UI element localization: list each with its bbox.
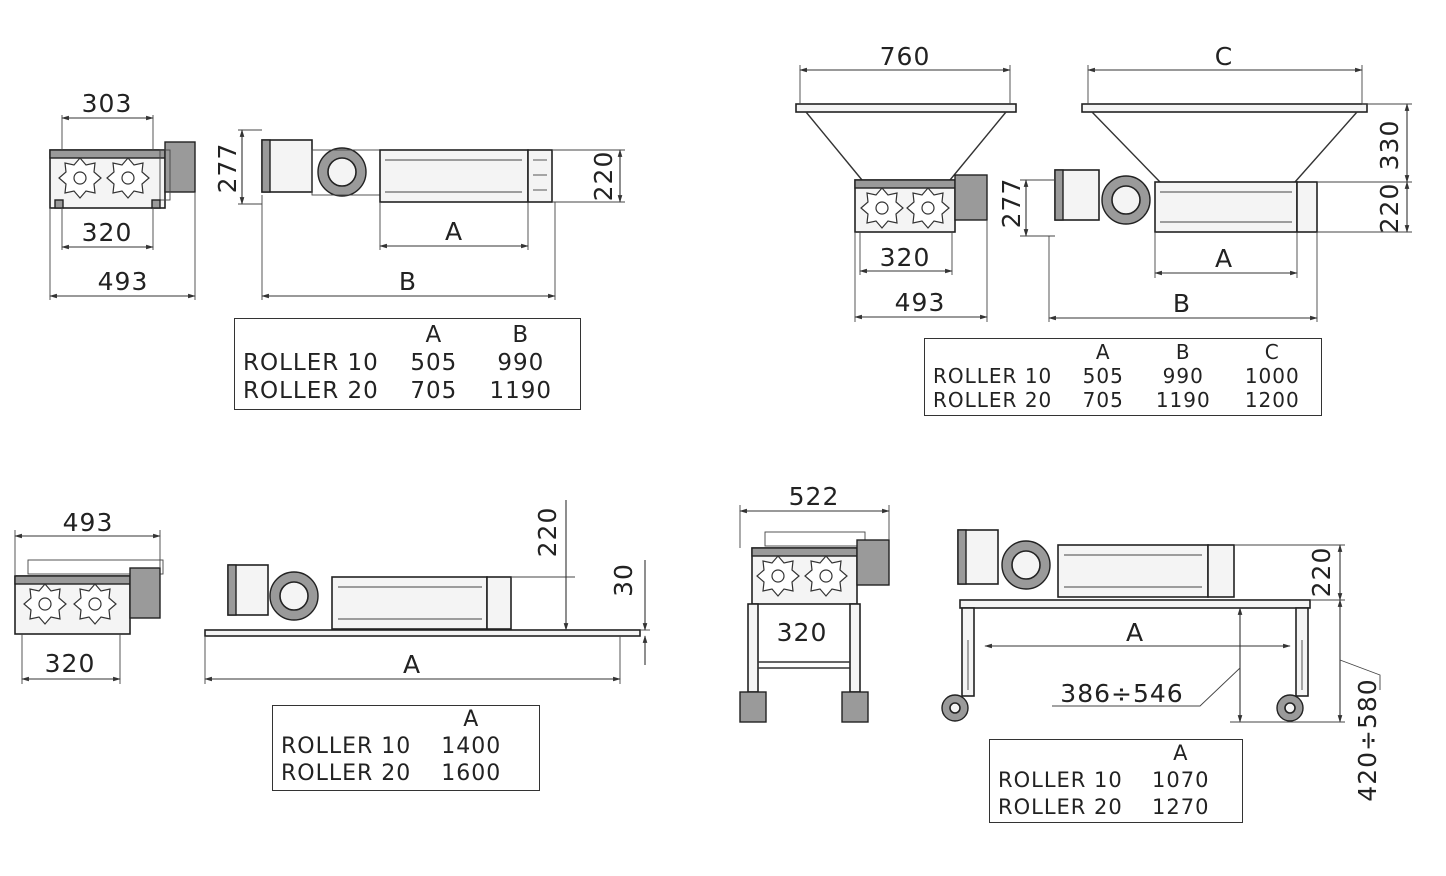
header-cell: C: [1264, 340, 1280, 364]
dim-A: A: [445, 217, 463, 246]
table-row: ROLLER 20 1600: [273, 760, 517, 787]
dim-A: A: [1215, 244, 1233, 273]
row-label: ROLLER 10: [281, 734, 412, 759]
dim-220: 220: [1375, 183, 1404, 234]
dim-320: 320: [880, 243, 931, 272]
table-row: ROLLER 20 705 1190: [235, 377, 567, 405]
header-cell: A: [1173, 741, 1189, 765]
dim-C: C: [1215, 42, 1233, 71]
table-top-left: A B ROLLER 10 505 990 ROLLER 20 705 1190: [234, 318, 581, 410]
row-label: ROLLER 20: [933, 388, 1053, 412]
table-header-row: A: [273, 706, 517, 733]
dimensions: [799, 65, 1412, 322]
dim-493: 493: [895, 288, 946, 317]
cell-value: 1200: [1244, 388, 1300, 412]
dimensions: [49, 115, 625, 300]
dimensions: [739, 505, 1381, 723]
header-cell: B: [512, 322, 530, 348]
table-bottom-left: A ROLLER 10 1400 ROLLER 20 1600: [272, 705, 540, 791]
row-label: ROLLER 20: [243, 378, 379, 404]
dim-30: 30: [609, 563, 638, 597]
table-header-row: A B C: [925, 340, 1318, 364]
cell-value: 505: [1082, 364, 1124, 388]
view-bottom-left: 493 320 220 30 A: [14, 500, 650, 684]
table-bottom-right: A ROLLER 10 1070 ROLLER 20 1270: [989, 739, 1243, 823]
cell-value: 1000: [1244, 364, 1300, 388]
cell-value: 1190: [489, 378, 553, 404]
dim-760: 760: [880, 42, 931, 71]
table-row: ROLLER 10 1400: [273, 733, 517, 760]
header-cell: B: [1175, 340, 1191, 364]
side-view-machine: [204, 564, 641, 637]
table-row: ROLLER 10 505 990: [235, 349, 567, 377]
cell-value: 705: [1082, 388, 1124, 412]
dim-A: A: [1126, 618, 1144, 647]
cell-value: 990: [1162, 364, 1204, 388]
row-label: ROLLER 10: [933, 364, 1053, 388]
dim-277: 277: [213, 143, 242, 194]
front-view-machine: [14, 559, 164, 635]
header-cell: A: [463, 707, 480, 732]
dim-277: 277: [997, 178, 1026, 229]
row-label: ROLLER 20: [281, 761, 412, 786]
dim-A: A: [403, 650, 421, 679]
dim-220: 220: [1307, 547, 1336, 598]
table-row: ROLLER 20 705 1190 1200: [925, 388, 1318, 412]
view-bottom-right: 522 320 A 220 386÷546 420÷580: [739, 482, 1382, 802]
view-top-left: 303 320 493 277 220 A B: [49, 89, 625, 300]
cell-value: 1190: [1155, 388, 1211, 412]
front-view-cart: [739, 531, 890, 723]
cell-value: 990: [497, 350, 545, 376]
side-view-cart: [941, 529, 1311, 722]
dim-320: 320: [45, 649, 96, 678]
front-view-machine: [49, 141, 196, 209]
cell-value: 1400: [441, 734, 502, 759]
cell-value: 1600: [441, 761, 502, 786]
side-view-hopper: [1054, 103, 1368, 233]
table-row: ROLLER 10 505 990 1000: [925, 364, 1318, 388]
dim-220: 220: [589, 151, 618, 202]
front-view-hopper: [795, 103, 1017, 233]
row-label: ROLLER 10: [998, 768, 1123, 792]
header-cell: A: [1095, 340, 1111, 364]
header-cell: [235, 321, 393, 349]
table-header-row: A: [990, 740, 1225, 767]
table-top-right: A B C ROLLER 10 505 990 1000 ROLLER 20 7…: [924, 338, 1322, 416]
header-cell: [990, 740, 1137, 767]
cell-value: 1270: [1152, 795, 1210, 819]
row-label: ROLLER 20: [998, 795, 1123, 819]
dim-B: B: [1173, 289, 1191, 318]
header-cell: [925, 340, 1066, 364]
table-header-row: A B: [235, 321, 567, 349]
cell-value: 505: [410, 350, 458, 376]
view-top-right: 760 C 320 493 277 330 220 A B: [795, 42, 1412, 322]
row-label: ROLLER 10: [243, 350, 379, 376]
cell-value: 705: [410, 378, 458, 404]
dim-220: 220: [533, 507, 562, 558]
dim-522: 522: [789, 482, 840, 511]
dim-493: 493: [63, 508, 114, 537]
dim-330: 330: [1375, 120, 1404, 171]
dim-320: 320: [777, 618, 828, 647]
dim-320: 320: [82, 218, 133, 247]
dim-B: B: [399, 267, 417, 296]
header-cell: [273, 706, 425, 733]
dimensions: [14, 500, 650, 684]
header-cell: A: [425, 322, 443, 348]
table-row: ROLLER 10 1070: [990, 767, 1225, 794]
dim-493: 493: [98, 267, 149, 296]
cell-value: 1070: [1152, 768, 1210, 792]
side-view-machine: [261, 139, 553, 203]
dim-386-546: 386÷546: [1060, 679, 1183, 708]
table-row: ROLLER 20 1270: [990, 794, 1225, 821]
dim-303: 303: [82, 89, 133, 118]
dim-420-580: 420÷580: [1353, 678, 1382, 801]
